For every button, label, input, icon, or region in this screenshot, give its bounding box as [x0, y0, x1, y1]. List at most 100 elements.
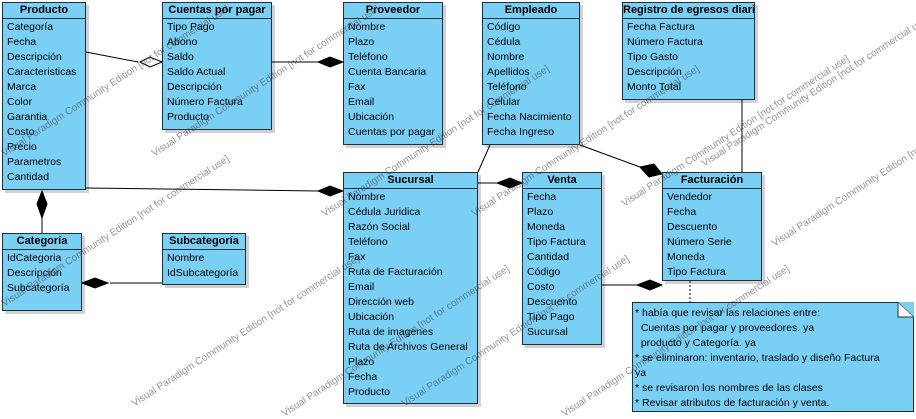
class-sucursal[interactable]: Sucursal Nombre Cédula Juridica Razón So… — [343, 172, 478, 404]
attribute: Número Serie — [667, 236, 732, 248]
note-line: producto y Categoría. ya — [635, 337, 756, 349]
attribute: Celular — [487, 96, 521, 108]
attribute: Ubicación — [348, 111, 395, 123]
attribute: Garantia — [7, 111, 48, 123]
note-line: * se eliminaron: inventario, traslado y … — [635, 352, 880, 364]
aggregation-diamond-cuentas — [138, 56, 164, 68]
attribute: Fecha — [667, 206, 697, 218]
attribute: Cuentas por pagar — [348, 126, 435, 138]
class-subcategoria[interactable]: Subcategoría Nombre IdSubcategoría — [162, 233, 246, 285]
attribute: Fecha Factura — [627, 21, 695, 33]
note-line: * había que revisar las relaciones entre… — [635, 307, 821, 319]
class-title: Cuentas por pagar — [163, 3, 271, 19]
attribute: Nombre — [167, 252, 205, 264]
attribute: Teléfono — [487, 81, 527, 93]
assoc-producto-cuentas — [85, 51, 139, 63]
attribute: Fecha — [7, 36, 37, 48]
attribute: Costo — [7, 126, 35, 138]
attribute-list: Nombre Plazo Teléfono Cuenta Bancaria Fa… — [344, 19, 442, 140]
class-producto[interactable]: Producto Categoría Fecha Descripción Car… — [2, 2, 86, 190]
attribute: Nombre — [348, 191, 386, 203]
attribute: Número Factura — [167, 96, 243, 108]
attribute: Cantidad — [527, 251, 570, 263]
composition-diamond-facturacion-b — [635, 279, 664, 291]
class-title: Venta — [523, 173, 601, 189]
attribute: Tipo Pago — [527, 311, 575, 323]
note-line: * Revisar atributos de facturación y ven… — [635, 397, 830, 409]
attribute: Plazo — [348, 356, 375, 368]
class-title: Proveedor — [344, 3, 442, 19]
class-title: Facturación — [663, 173, 761, 189]
attribute: Descuento — [667, 221, 718, 233]
attribute: Parametros — [7, 156, 62, 168]
attribute: Descripción — [167, 81, 222, 93]
attribute: Código — [527, 266, 561, 278]
attribute: Razón Social — [348, 221, 410, 233]
attribute: Plazo — [348, 36, 375, 48]
attribute: Cédula — [487, 36, 521, 48]
class-venta[interactable]: Venta Fecha Plazo Moneda Tipo Factura Ca… — [522, 172, 602, 345]
attribute: Cantidad — [7, 171, 50, 183]
assoc-empleado-sucursal — [477, 144, 491, 173]
assoc-producto-sucursal — [85, 187, 319, 192]
attribute: Fecha — [348, 371, 378, 383]
class-title: Empleado — [483, 3, 579, 19]
attribute-list: IdCategoria Descripción Subcategoría — [3, 250, 81, 296]
attribute: Precio — [7, 141, 37, 153]
attribute: IdSubcategoría — [167, 267, 239, 279]
attribute: Apellidos — [487, 66, 530, 78]
attribute-list: Categoría Fecha Descripción Caracteristi… — [3, 19, 85, 185]
diagram-note[interactable]: * había que revisar las relaciones entre… — [632, 302, 914, 412]
attribute: Monto Total — [627, 81, 682, 93]
attribute: Moneda — [667, 251, 705, 263]
class-registro-egresos[interactable]: Registro de egresos diarios Fecha Factur… — [622, 2, 755, 100]
attribute: Marca — [7, 81, 37, 93]
class-facturacion[interactable]: Facturación Vendedor Fecha Descuento Núm… — [662, 172, 762, 281]
attribute: Vendedor — [667, 191, 712, 203]
attribute: Tipo Factura — [527, 236, 586, 248]
class-title: Sucursal — [344, 173, 477, 189]
note-line: * se revisaron los nombres de las clases — [635, 382, 823, 394]
class-empleado[interactable]: Empleado Código Cédula Nombre Apellidos … — [482, 2, 580, 145]
attribute: Caracteristicas — [7, 66, 77, 78]
class-categoria[interactable]: Categoría IdCategoria Descripción Subcat… — [2, 233, 82, 311]
attribute: Número Factura — [627, 36, 703, 48]
attribute-list: Fecha Factura Número Factura Tipo Gasto … — [623, 19, 754, 95]
class-title: Subcategoría — [163, 234, 245, 250]
attribute: Abono — [167, 36, 198, 48]
attribute-list: Tipo Pago Abono Saldo Saldo Actual Descr… — [163, 19, 271, 125]
attribute: Ubicación — [348, 311, 395, 323]
composition-diamond-facturacion-a — [639, 163, 663, 178]
composition-diamond-categoria — [80, 277, 110, 289]
attribute: Tipo Pago — [167, 21, 215, 33]
attribute: Código — [487, 21, 521, 33]
attribute: Cuenta Bancaria — [348, 66, 427, 78]
attribute: Fecha Ingreso — [487, 126, 555, 138]
composition-diamond-producto — [36, 189, 48, 220]
attribute: Tipo Factura — [667, 266, 726, 278]
attribute: Sucursal — [527, 326, 568, 338]
attribute: Saldo Actual — [167, 66, 226, 78]
attribute-list: Fecha Plazo Moneda Tipo Factura Cantidad… — [523, 189, 601, 340]
class-title: Producto — [3, 3, 85, 19]
class-proveedor[interactable]: Proveedor Nombre Plazo Teléfono Cuenta B… — [343, 2, 443, 145]
attribute: Nombre — [348, 21, 386, 33]
attribute: Email — [348, 96, 375, 108]
attribute: Cédula Juridica — [348, 206, 421, 218]
attribute-list: Nombre IdSubcategoría — [163, 250, 245, 281]
class-cuentas-por-pagar[interactable]: Cuentas por pagar Tipo Pago Abono Saldo … — [162, 2, 272, 130]
attribute: Fecha Nacimiento — [487, 111, 572, 123]
attribute: Nombre — [487, 51, 525, 63]
attribute: Teléfono — [348, 236, 388, 248]
attribute: Descuento — [527, 296, 578, 308]
attribute: Producto — [167, 111, 210, 123]
attribute-list: Vendedor Fecha Descuento Número Serie Mo… — [663, 189, 761, 280]
attribute: Subcategoría — [7, 282, 70, 294]
note-shape — [632, 302, 914, 412]
attribute: Email — [348, 281, 375, 293]
attribute: Plazo — [527, 206, 554, 218]
attribute: Categoría — [7, 21, 54, 33]
attribute: Ruta de imagenes — [348, 326, 434, 338]
attribute: Saldo — [167, 51, 194, 63]
